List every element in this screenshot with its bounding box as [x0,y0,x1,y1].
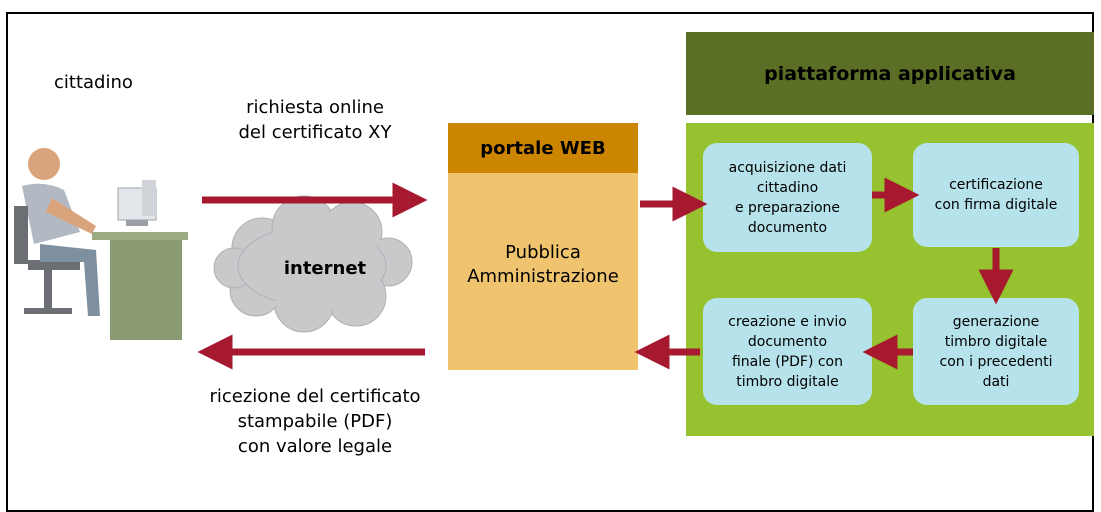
portal-header: portale WEB [448,123,638,173]
internet-cloud-icon [213,195,413,333]
step-digital-stamp-generation: generazione timbro digitale con i preced… [913,298,1079,405]
citizen-desk-icon [14,148,188,340]
response-label-line1: ricezione del certificato [209,386,421,407]
request-label-line2: del certificato XY [238,122,392,143]
step-digital-signature: certificazione con firma digitale [913,143,1079,247]
portal-title: portale WEB [480,137,606,159]
flow-arrows [197,177,1014,370]
response-label-line2: stampabile (PDF) [237,411,393,432]
portal-body: Pubblica Amministrazione [448,173,638,370]
platform-title: piattaforma applicativa [764,62,1016,85]
response-label-line3: con valore legale [237,436,393,457]
request-label-line1: richiesta online [246,97,384,118]
internet-label: internet [283,258,367,279]
citizen-label: cittadino [54,72,133,93]
portal-body-line1: Pubblica [505,242,581,263]
step-final-document-creation: creazione e invio documento finale (PDF)… [703,298,872,405]
portal-body-line2: Amministrazione [467,266,619,287]
platform-header: piattaforma applicativa [686,32,1094,115]
step-data-acquisition: acquisizione dati cittadino e preparazio… [703,143,872,252]
